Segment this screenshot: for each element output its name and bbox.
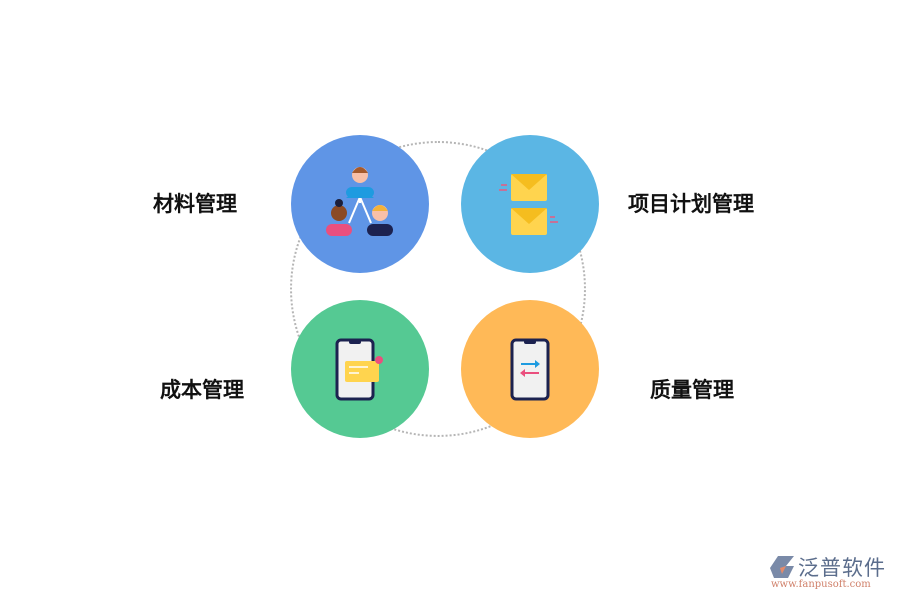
material-circle [291, 135, 429, 273]
logo-url: www.fanpusoft.com [771, 579, 871, 590]
people-hierarchy-icon [326, 167, 393, 236]
phone-message-icon [335, 338, 383, 401]
cost-circle [291, 300, 429, 438]
envelopes-icon [499, 174, 558, 235]
quality-circle [461, 300, 599, 438]
label-cost: 成本管理 [160, 378, 244, 402]
brand-logo: 泛普软件 www.fanpusoft.com [768, 552, 893, 592]
logo-name: 泛普软件 [798, 556, 886, 580]
label-material: 材料管理 [153, 192, 237, 216]
label-quality: 质量管理 [650, 378, 734, 402]
logo-mark-icon [770, 556, 794, 578]
phone-transfer-icon [510, 338, 550, 401]
label-project-plan: 项目计划管理 [628, 192, 754, 216]
dotted-ring [290, 141, 586, 437]
project-plan-circle [461, 135, 599, 273]
